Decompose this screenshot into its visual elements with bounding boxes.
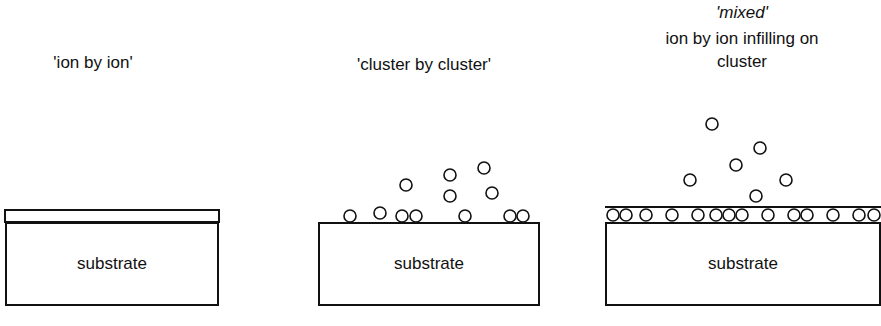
- substrate-label: substrate: [77, 254, 147, 274]
- cluster-ions: [344, 162, 529, 222]
- substrate-box: substrate: [605, 222, 881, 306]
- panel-title: ion by ion infilling on cluster: [658, 28, 826, 74]
- substrate-box: substrate: [318, 222, 540, 306]
- substrate-box: substrate: [5, 222, 219, 306]
- infill-layer-top: [605, 206, 881, 208]
- substrate-label: substrate: [394, 254, 464, 274]
- panel-title: 'ion by ion': [3, 52, 183, 75]
- panel-title: 'mixed': [652, 2, 832, 25]
- panel-title: 'cluster by cluster': [314, 54, 534, 77]
- deposited-film: [5, 210, 219, 222]
- mixed-ions: [607, 118, 880, 221]
- substrate-label: substrate: [708, 254, 778, 274]
